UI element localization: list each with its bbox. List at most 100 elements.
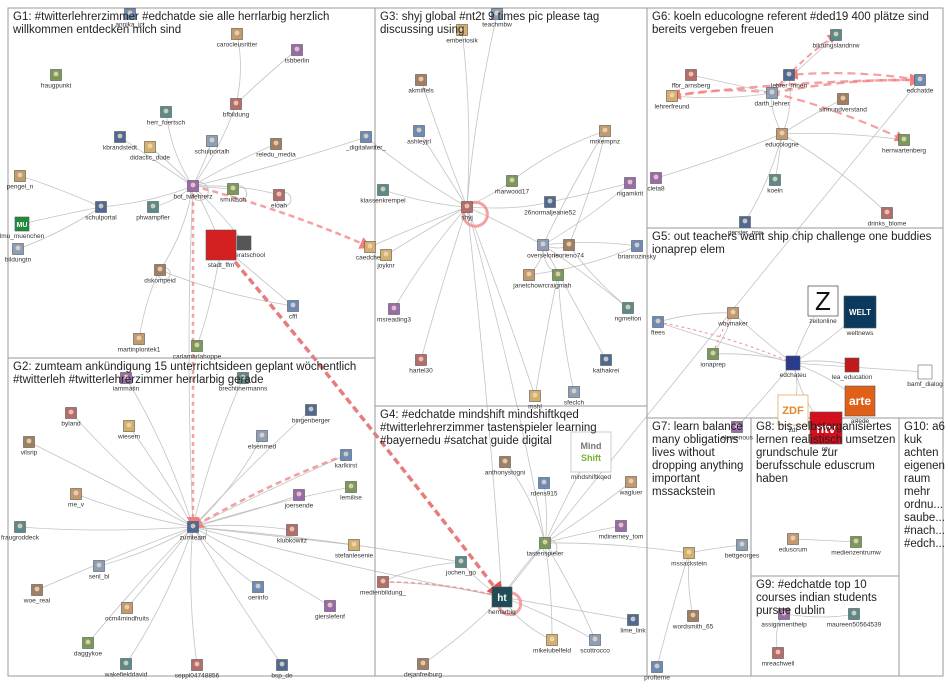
- node-zumteam[interactable]: zumteam: [180, 521, 207, 542]
- node-dskompeid[interactable]: dskompeid: [144, 264, 176, 285]
- node-klassenkrempel[interactable]: klassenkrempel: [360, 184, 406, 205]
- node-edchatde[interactable]: edchatde: [907, 74, 934, 95]
- node-akmiffels[interactable]: akmiffels: [408, 74, 435, 95]
- node-gerster_nrw[interactable]: gerster_nrw: [728, 216, 763, 237]
- node-lehrerfreund[interactable]: lehrerfreund: [654, 90, 690, 111]
- node-carocleusritter[interactable]: carocleusritter: [217, 28, 259, 49]
- node-bingenberger[interactable]: bingenberger: [292, 404, 331, 425]
- node-lehrer_innen[interactable]: lehrer_innen: [771, 69, 808, 90]
- node-didactic_dude[interactable]: didactic_dude: [130, 141, 170, 162]
- node-karlkirst[interactable]: karlkirst: [335, 449, 358, 470]
- node-edchateu[interactable]: edchateu: [780, 355, 807, 379]
- node-mikelubelfeld[interactable]: mikelubelfeld: [533, 634, 571, 655]
- node-stadt_ffm[interactable]: stadt_ffm: [205, 229, 237, 269]
- node-elsenmed[interactable]: elsenmed: [248, 430, 277, 451]
- node-schulportal[interactable]: schulportal: [85, 201, 117, 222]
- node-brechtinermanns[interactable]: brechtinermanns: [219, 372, 268, 393]
- node-mssackstein[interactable]: mssackstein: [671, 547, 707, 568]
- node-reledu_media[interactable]: reledu_media: [256, 138, 296, 159]
- node-joyknr[interactable]: joyknr: [376, 249, 396, 270]
- node-nigamkrit[interactable]: nigamkrit: [617, 177, 644, 198]
- node-brianrozinsky[interactable]: brianrozinsky: [618, 240, 657, 261]
- node-maureen50564539[interactable]: maureen50564539: [827, 608, 882, 629]
- node-medienzentrumw[interactable]: medienzentrumw: [831, 536, 881, 557]
- node-cffl[interactable]: cffl: [287, 300, 299, 321]
- node-_digitalwriter_[interactable]: _digitalwriter_: [345, 131, 386, 152]
- node-dejanfreiburg[interactable]: dejanfreiburg: [404, 658, 442, 679]
- node-oerinfo[interactable]: oerinfo: [248, 581, 268, 602]
- node-wiesem[interactable]: wiesem: [117, 420, 140, 441]
- node-isorieno74[interactable]: isorieno74: [554, 239, 584, 260]
- node-fraugpunkt[interactable]: fraugpunkt: [41, 69, 72, 90]
- node-sinnundverstand[interactable]: sinnundverstand: [819, 93, 867, 114]
- node-stefanlesenie[interactable]: stefanlesenie: [335, 539, 374, 560]
- node-gierslefenf[interactable]: gierslefenf: [315, 600, 345, 621]
- node-joersende[interactable]: joersende: [284, 489, 314, 510]
- node-eloah[interactable]: eloah: [271, 189, 287, 210]
- node-educologne[interactable]: educologne: [765, 128, 799, 149]
- node-drinks_blome[interactable]: drinks_blome: [868, 207, 907, 228]
- node-teachmbw[interactable]: teachmbw: [482, 8, 512, 29]
- node-wakefielddavid[interactable]: wakefielddavid: [104, 658, 148, 679]
- node-wagluer[interactable]: wagluer: [619, 476, 644, 497]
- node-bildungslandnrw[interactable]: bildungslandnrw: [813, 29, 860, 50]
- node-bamf_dialog[interactable]: bamf_dialog: [907, 364, 943, 388]
- node-wordsmith_65[interactable]: wordsmith_65: [672, 610, 714, 631]
- node-bettgeorges[interactable]: bettgeorges: [725, 539, 760, 560]
- node-elemenous[interactable]: elemenous: [721, 421, 754, 442]
- node-msreading3[interactable]: msreading3: [377, 303, 411, 324]
- node-janetchowr[interactable]: janetchowr: [512, 269, 546, 290]
- node-daggykoe[interactable]: daggykoe: [74, 637, 103, 658]
- node-tastenspieler[interactable]: tastenspieler: [527, 537, 565, 558]
- node-fraugroddeck[interactable]: fraugroddeck: [1, 521, 40, 542]
- node-anthonystogni[interactable]: anthonystogni: [485, 456, 525, 477]
- node-ffbr_arnsberg[interactable]: ffbr_arnsberg: [672, 69, 711, 90]
- node-darth_lehrer[interactable]: darth_lehrer: [754, 87, 790, 108]
- node-medienbildung_[interactable]: medienbildung_: [360, 576, 406, 597]
- node-byland[interactable]: byland: [61, 407, 81, 428]
- node-jochen_go[interactable]: jochen_go: [445, 556, 476, 577]
- node-herr_foertsch[interactable]: herr_foertsch: [147, 106, 186, 127]
- node-lea_education[interactable]: lea_education: [832, 357, 873, 381]
- node-makeratschool[interactable]: makeratschool: [223, 235, 266, 259]
- node-emberlosik[interactable]: emberlosik: [446, 24, 478, 45]
- node-kathakrei[interactable]: kathakrei: [593, 354, 619, 375]
- node-senl_bl[interactable]: senl_bl: [89, 560, 110, 581]
- node-assignmenthelp[interactable]: assignmenthelp: [761, 608, 807, 629]
- node-pengel_n[interactable]: pengel_n: [7, 170, 34, 191]
- node-26normaljeanie52[interactable]: 26normaljeanie52: [524, 196, 576, 217]
- node-kbrandstedt[interactable]: kbrandstedt: [103, 131, 137, 152]
- node-bildungtn[interactable]: bildungtn: [5, 243, 32, 264]
- node-ngmelton[interactable]: ngmelton: [615, 302, 642, 323]
- node-mdinerney_tom[interactable]: mdinerney_tom: [599, 520, 644, 541]
- node-bot_twlehrerz[interactable]: bot_twlehrerz: [173, 180, 213, 201]
- node-iammatin[interactable]: iammatin: [113, 372, 140, 393]
- node-carlamarlahoppe[interactable]: carlamarlahoppe: [173, 340, 222, 361]
- node-me_v[interactable]: me_v: [68, 488, 85, 509]
- node-smudsch[interactable]: smudsch: [220, 183, 246, 204]
- node-koeln[interactable]: koeln: [767, 174, 783, 195]
- node-annika_ict[interactable]: annika_ict: [115, 8, 145, 29]
- node-eduscrum[interactable]: eduscrum: [779, 533, 808, 554]
- node-martinplontek1[interactable]: martinplontek1: [118, 333, 161, 354]
- node-profteme[interactable]: profteme: [644, 661, 670, 682]
- node-scottrocco[interactable]: scottrocco: [580, 634, 610, 655]
- node-tsbberlin[interactable]: tsbberlin: [285, 44, 310, 65]
- node-herrwartenberg[interactable]: herrwartenberg: [882, 134, 926, 155]
- node-cleta8[interactable]: cleta8: [647, 172, 665, 193]
- node-ocm4mindfruits[interactable]: ocm4mindfruits: [105, 602, 150, 623]
- node-mshl[interactable]: mshl: [528, 390, 542, 411]
- node-lemilise[interactable]: lemilise: [340, 481, 362, 502]
- node-craigmah[interactable]: craigmah: [545, 269, 572, 290]
- node-ionaprep[interactable]: ionaprep: [700, 348, 726, 369]
- node-vilsrip[interactable]: vilsrip: [21, 436, 38, 457]
- node-ashleyjrl[interactable]: ashleyjrl: [407, 125, 431, 146]
- node-ftees[interactable]: ftees: [651, 316, 666, 337]
- node-caedchen[interactable]: caedchen: [356, 241, 385, 262]
